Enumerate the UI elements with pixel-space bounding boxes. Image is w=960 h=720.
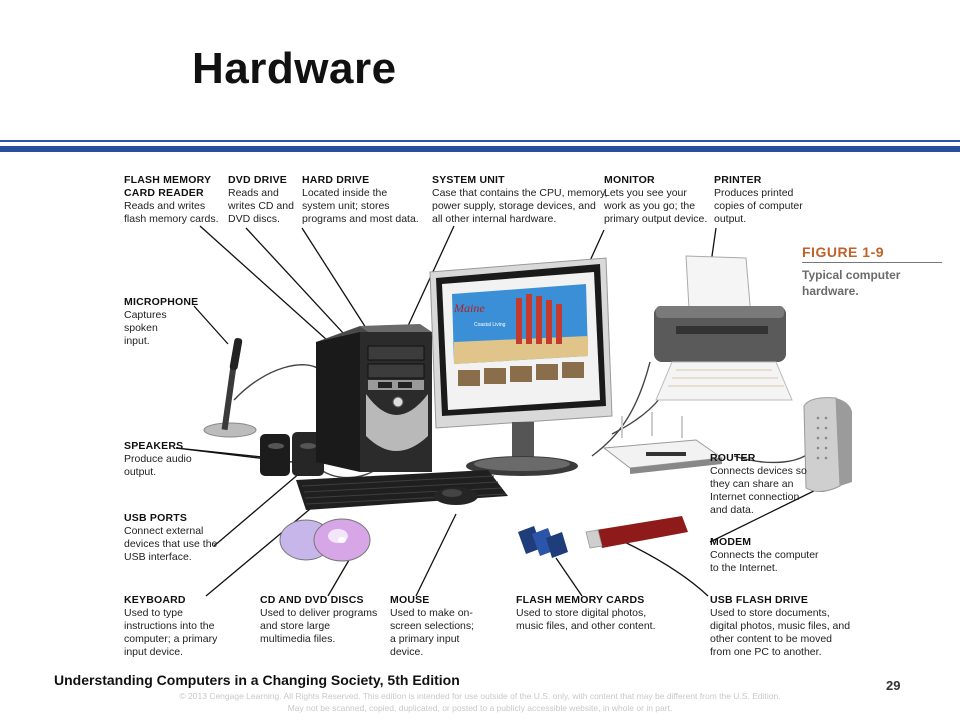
callout-desc: Used to type instructions into the compu… <box>124 607 218 658</box>
callout-title: FLASH MEMORY CARD READER <box>124 174 212 199</box>
callout-title: CD AND DVD DISCS <box>260 594 364 606</box>
title-rule-thin <box>0 140 960 142</box>
callout-title: PRINTER <box>714 174 762 186</box>
usb-flash-drive-illustration <box>585 516 688 549</box>
router-illustration <box>602 412 724 474</box>
callout-desc: Reads and writes flash memory cards. <box>124 200 219 225</box>
callout-desc: Used to store documents, digital photos,… <box>710 607 851 658</box>
leader-flash-cards <box>555 557 583 597</box>
hardware-illustration: Maine Coastal Living <box>175 225 852 597</box>
speakers-illustration <box>260 432 324 476</box>
system-unit-illustration <box>316 324 432 472</box>
printer-illustration <box>654 255 793 401</box>
leader-keyboard <box>205 503 317 597</box>
callout-desc: Produce audio output. <box>124 453 192 478</box>
leader-mouse <box>415 513 457 597</box>
callout-desc: Reads and writes CD and DVD discs. <box>228 187 294 225</box>
callout-title: MONITOR <box>604 174 655 186</box>
callout-title: ROUTER <box>710 452 756 464</box>
callout-monitor: MONITOR Lets you see your work as you go… <box>604 174 707 226</box>
footer-book-title: Understanding Computers in a Changing So… <box>54 672 460 688</box>
callout-title: KEYBOARD <box>124 594 186 606</box>
callout-desc: Captures spoken input. <box>124 309 167 347</box>
leader-modem <box>709 483 829 543</box>
copyright-notice: © 2013 Cengage Learning. All Rights Rese… <box>179 691 781 713</box>
page-number: 29 <box>886 678 901 693</box>
callout-speakers: SPEAKERS Produce audio output. <box>124 440 192 479</box>
title-rule-thick <box>0 146 960 152</box>
callout-flash-memory-cards: FLASH MEMORY CARDS Used to store digital… <box>516 594 656 633</box>
figure-label-rule <box>802 262 942 263</box>
callout-desc: Connects the computer to the Internet. <box>710 549 819 574</box>
callout-title: SYSTEM UNIT <box>432 174 505 186</box>
microphone-illustration <box>203 338 257 438</box>
leader-usb-drive <box>615 537 709 597</box>
mouse-illustration <box>434 487 478 505</box>
callout-flash-memory-card-reader: FLASH MEMORY CARD READER Reads and write… <box>124 174 219 226</box>
callout-system-unit: SYSTEM UNIT Case that contains the CPU, … <box>432 174 607 226</box>
callout-desc: Connect external devices that use the US… <box>124 525 218 563</box>
figure-number: FIGURE 1-9 <box>802 244 885 260</box>
callout-usb-flash-drive: USB FLASH DRIVE Used to store documents,… <box>710 594 850 659</box>
callout-mouse: MOUSE Used to make on- screen selections… <box>390 594 474 659</box>
callout-microphone: MICROPHONE Captures spoken input. <box>124 296 198 348</box>
callout-hard-drive: HARD DRIVE Located inside the system uni… <box>302 174 419 226</box>
leader-microphone <box>193 305 229 345</box>
slide-title: Hardware <box>192 44 397 93</box>
callout-printer: PRINTER Produces printed copies of compu… <box>714 174 803 226</box>
callout-modem: MODEM Connects the computer to the Inter… <box>710 536 819 575</box>
callout-desc: Used to deliver programs and store large… <box>260 607 378 645</box>
hardware-figure: Maine Coastal Living <box>116 166 958 664</box>
flash-memory-cards-illustration <box>518 526 568 558</box>
callout-title: USB FLASH DRIVE <box>710 594 809 606</box>
callout-desc: Connects devices so they can share an In… <box>710 465 807 516</box>
callout-title: MODEM <box>710 536 752 548</box>
callout-desc: Used to store digital photos, music file… <box>516 607 656 632</box>
monitor-illustration: Maine Coastal Living <box>429 257 613 476</box>
callout-keyboard: KEYBOARD Used to type instructions into … <box>124 594 217 659</box>
modem-illustration <box>803 397 852 492</box>
callout-dvd-drive: DVD DRIVE Reads and writes CD and DVD di… <box>228 174 294 226</box>
callout-title: USB PORTS <box>124 512 188 524</box>
callout-title: MOUSE <box>390 594 430 606</box>
monitor-screen-text: Coastal Living <box>474 322 506 328</box>
figure-caption: Typical computer hardware. <box>802 268 901 298</box>
callout-desc: Used to make on- screen selections; a pr… <box>390 607 475 658</box>
callout-desc: Located inside the system unit; stores p… <box>302 187 419 225</box>
callout-cd-dvd-discs: CD AND DVD DISCS Used to deliver program… <box>260 594 377 646</box>
callout-title: DVD DRIVE <box>228 174 287 186</box>
figure-label: FIGURE 1-9 Typical computer hardware. <box>802 244 942 299</box>
callout-desc: Lets you see your work as you go; the pr… <box>604 187 708 225</box>
callout-title: SPEAKERS <box>124 440 184 452</box>
callout-router: ROUTER Connects devices so they can shar… <box>710 452 807 517</box>
callout-desc: Case that contains the CPU, memory, powe… <box>432 187 608 225</box>
cd-dvd-discs-illustration <box>279 518 371 562</box>
keyboard-illustration <box>296 470 508 510</box>
callout-title: MICROPHONE <box>124 296 199 308</box>
leader-hard-drive <box>301 227 367 329</box>
callout-title: FLASH MEMORY CARDS <box>516 594 645 606</box>
monitor-screen-logo: Maine <box>453 301 485 315</box>
callout-usb-ports: USB PORTS Connect external devices that … <box>124 512 217 564</box>
callout-title: HARD DRIVE <box>302 174 370 186</box>
callout-desc: Produces printed copies of computer outp… <box>714 187 803 225</box>
